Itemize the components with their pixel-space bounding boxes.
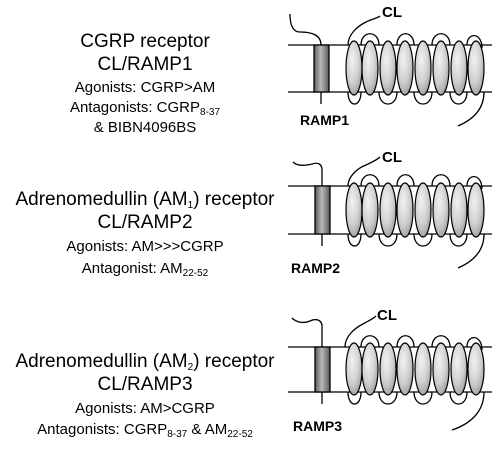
receptor-2-text: Adrenomedullin (AM1) receptor CL/RAMP2 A… bbox=[0, 188, 290, 279]
cl-helices bbox=[345, 40, 485, 96]
receptor-1-antagonists-line2: & BIBN4096BS bbox=[93, 119, 197, 136]
receptor-2-complex: CL/RAMP2 bbox=[97, 212, 193, 233]
cl-c-terminal bbox=[457, 91, 485, 127]
diagram-ramp2 bbox=[288, 156, 492, 269]
ramp-n-terminal bbox=[291, 317, 323, 347]
receptor-3-antagonists: Antagonists: CGRP8-37 & AM22-52 bbox=[37, 421, 253, 440]
cl-intracellular-loops bbox=[347, 91, 468, 105]
cl-c-terminal bbox=[457, 233, 485, 269]
ramp3-label: RAMP3 bbox=[293, 418, 343, 434]
cl-helices bbox=[345, 182, 485, 238]
diagram-ramp3 bbox=[288, 315, 492, 431]
receptor-1-agonists: Agonists: CGRP>AM bbox=[74, 79, 216, 96]
cl-label-3: CL bbox=[377, 307, 397, 324]
receptor-3-agonists: Agonists: AM>CGRP bbox=[75, 400, 215, 417]
ramp1-helix bbox=[313, 44, 330, 93]
cl-label-2: CL bbox=[382, 149, 402, 166]
cl-n-terminal bbox=[344, 315, 377, 348]
cl-intracellular-loops bbox=[347, 391, 468, 405]
receptor-2-antagonist: Antagonist: AM22-52 bbox=[81, 260, 209, 279]
cl-n-terminal bbox=[347, 156, 381, 187]
cl-c-terminal bbox=[451, 391, 485, 431]
cl-extracellular-loops bbox=[360, 335, 483, 351]
receptor-3-complex: CL/RAMP3 bbox=[97, 374, 193, 395]
ramp-n-terminal bbox=[289, 13, 322, 46]
cl-intracellular-loops bbox=[347, 233, 468, 247]
receptor-1-complex: CL/RAMP1 bbox=[97, 54, 193, 75]
cl-extracellular-loops bbox=[360, 33, 483, 49]
ramp-n-terminal bbox=[292, 161, 323, 186]
ramp3-helix bbox=[314, 346, 331, 393]
receptor-2-agonists: Agonists: AM>>>CGRP bbox=[66, 238, 224, 255]
ramp2-helix bbox=[314, 185, 331, 235]
cl-label-1: CL bbox=[382, 4, 402, 21]
receptor-1-title: CGRP receptor bbox=[80, 31, 210, 52]
cl-helices bbox=[345, 342, 485, 396]
ramp1-label: RAMP1 bbox=[300, 112, 350, 128]
cl-extracellular-loops bbox=[360, 174, 483, 190]
receptor-2-title: Adrenomedullin (AM1) receptor bbox=[15, 189, 275, 211]
receptor-3-text: Adrenomedullin (AM2) receptor CL/RAMP3 A… bbox=[0, 350, 290, 440]
receptor-3-title: Adrenomedullin (AM2) receptor bbox=[15, 351, 275, 373]
cl-n-terminal bbox=[347, 15, 381, 46]
diagram-ramp1 bbox=[288, 13, 492, 127]
ramp2-label: RAMP2 bbox=[291, 260, 341, 276]
receptor-1-antagonists: Antagonists: CGRP8-37 bbox=[69, 99, 221, 118]
receptor-1-text: CGRP receptor CL/RAMP1 Agonists: CGRP>AM… bbox=[0, 30, 290, 138]
